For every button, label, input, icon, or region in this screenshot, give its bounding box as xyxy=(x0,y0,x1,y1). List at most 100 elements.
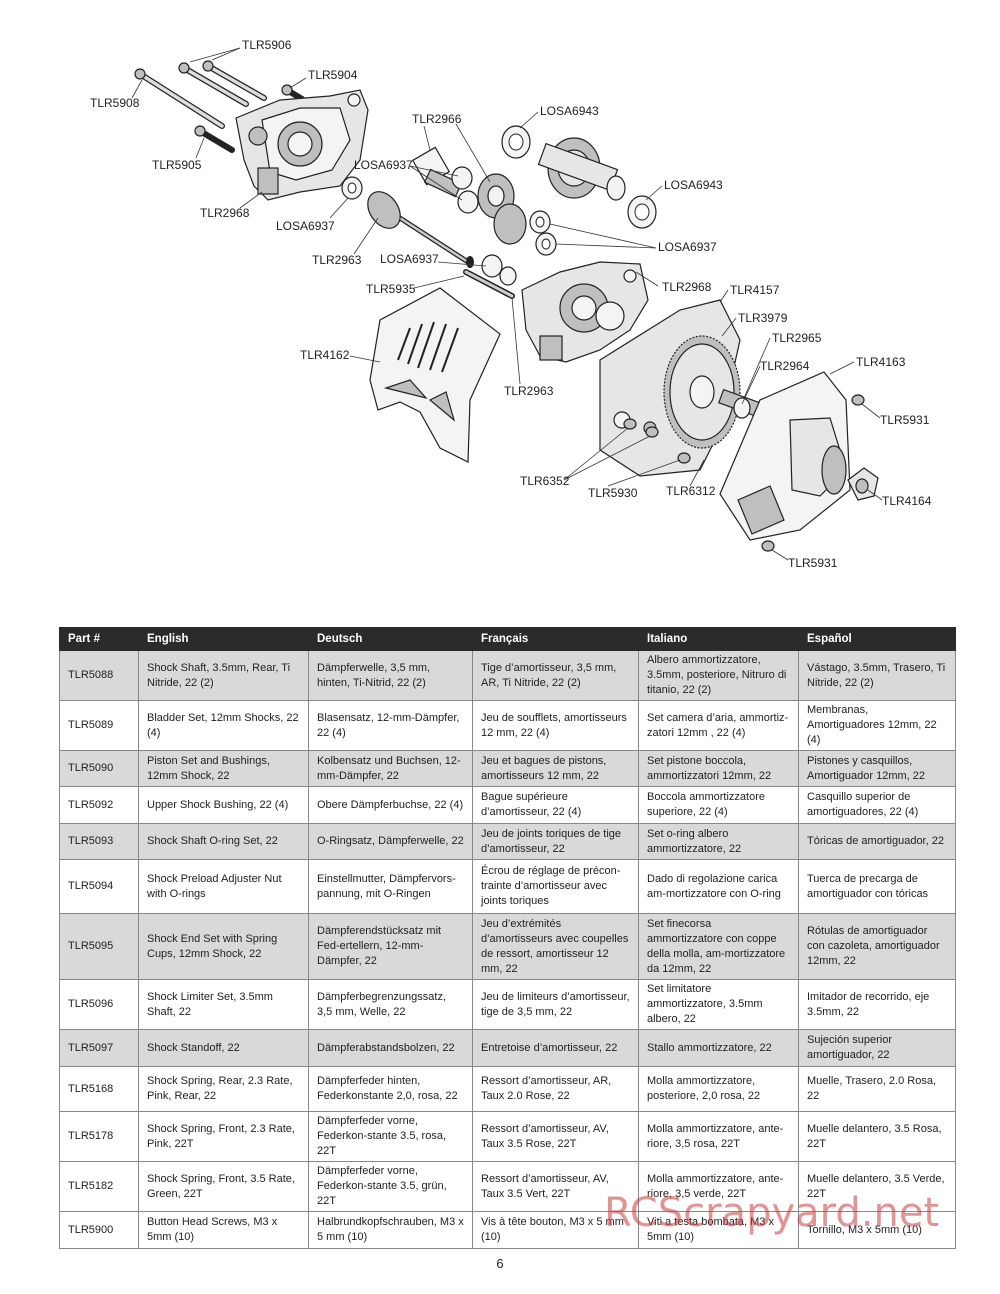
screw-tlr5931-a xyxy=(851,394,865,406)
cell-english: Shock Limiter Set, 3.5mm Shaft, 22 xyxy=(138,979,309,1030)
cell-deutsch: Dämpferendstücksatz mit Fed-ertellern, 1… xyxy=(308,913,473,980)
screw-tlr5930 xyxy=(677,452,691,464)
screw-tlr5931-b xyxy=(761,540,775,552)
screw-tlr5906-a xyxy=(178,62,249,107)
callout-tlr5931-a: TLR5931 xyxy=(880,413,930,427)
cell-english: Shock Spring, Front, 3.5 Rate, Green, 22… xyxy=(138,1161,309,1212)
header-part-number: Part # xyxy=(59,627,139,651)
cell-italiano: Viti a testa bombata, M3 x 5mm (10) xyxy=(638,1211,799,1249)
callout-tlr4157: TLR4157 xyxy=(730,283,780,297)
callout-tlr2963-a: TLR2963 xyxy=(312,253,362,267)
cell-part-number: TLR5096 xyxy=(59,979,139,1030)
callout-losa6937-c: LOSA6937 xyxy=(380,252,439,266)
cell-espanol: Muelle, Trasero, 2.0 Rosa, 22 xyxy=(798,1066,956,1112)
table-header-row: Part # English Deutsch Français Italiano… xyxy=(59,627,956,651)
cell-part-number: TLR5089 xyxy=(59,700,139,751)
callout-tlr2965: TLR2965 xyxy=(772,331,822,345)
cell-part-number: TLR5182 xyxy=(59,1161,139,1212)
cell-italiano: Dado di regolazione carica am-mortizzato… xyxy=(638,859,799,914)
cell-english: Upper Shock Bushing, 22 (4) xyxy=(138,786,309,824)
cell-italiano: Set camera d’aria, ammortiz-zatori 12mm … xyxy=(638,700,799,751)
cell-english: Shock Spring, Front, 2.3 Rate, Pink, 22T xyxy=(138,1111,309,1162)
watermark: RCScrapyard.net xyxy=(604,1190,940,1236)
cell-francais: Jeu de limiteurs d’amortisseur, tige de … xyxy=(472,979,639,1030)
header-italiano: Italiano xyxy=(638,627,799,651)
cell-deutsch: Dämpferwelle, 3,5 mm, hinten, Ti-Nitrid,… xyxy=(308,650,473,701)
cell-espanol: Muelle delantero, 3.5 Rosa, 22T xyxy=(798,1111,956,1162)
cell-italiano: Set o-ring albero ammortizzatore, 22 xyxy=(638,823,799,860)
cell-part-number: TLR5900 xyxy=(59,1211,139,1249)
cell-italiano: Albero ammortizzatore, 3.5mm, posteriore… xyxy=(638,650,799,701)
cell-deutsch: Dämpferfeder vorne, Federkon-stante 3.5,… xyxy=(308,1161,473,1212)
cell-francais: Tige d’amortisseur, 3,5 mm, AR, Ti Nitri… xyxy=(472,650,639,701)
cell-espanol: Sujeción superior amortiguador, 22 xyxy=(798,1029,956,1067)
screw-tlr5908 xyxy=(134,68,225,129)
cell-espanol: Imitador de recorrido, eje 3.5mm, 22 xyxy=(798,979,956,1030)
screw-tlr5905 xyxy=(194,125,235,153)
callout-losa6937-d: LOSA6937 xyxy=(658,240,717,254)
callout-tlr6312: TLR6312 xyxy=(666,484,716,498)
callout-losa6943-right: LOSA6943 xyxy=(664,178,723,192)
diff-gear-assembly xyxy=(537,137,626,201)
table-row: TLR5168 Shock Spring, Rear, 2.3 Rate, Pi… xyxy=(59,1066,956,1112)
table-row: TLR5093 Shock Shaft O-ring Set, 22 O-Rin… xyxy=(59,823,956,860)
callout-tlr5905: TLR5905 xyxy=(152,158,202,172)
callout-tlr2966: TLR2966 xyxy=(412,112,462,126)
spur-cover-tlr4163 xyxy=(719,371,851,541)
callout-tlr2968-left: TLR2968 xyxy=(200,206,250,220)
parts-table: Part # English Deutsch Français Italiano… xyxy=(59,627,956,1249)
input-shaft-tlr2963 xyxy=(367,191,474,268)
cell-italiano: Stallo ammortizzatore, 22 xyxy=(638,1029,799,1067)
cell-part-number: TLR5092 xyxy=(59,786,139,824)
screw-tlr5906-b xyxy=(202,60,267,101)
cell-part-number: TLR5090 xyxy=(59,750,139,787)
cell-english: Shock Preload Adjuster Nut with O-rings xyxy=(138,859,309,914)
screw-tlr5935 xyxy=(463,269,515,299)
cell-part-number: TLR5094 xyxy=(59,859,139,914)
cell-english: Shock Spring, Rear, 2.3 Rate, Pink, Rear… xyxy=(138,1066,309,1112)
cell-deutsch: Blasensatz, 12-mm-Dämpfer, 22 (4) xyxy=(308,700,473,751)
cell-italiano: Molla ammortizzatore, posteriore, 2,0 ro… xyxy=(638,1066,799,1112)
table-row: TLR5089 Bladder Set, 12mm Shocks, 22 (4)… xyxy=(59,700,956,751)
cell-francais: Jeu et bagues de pistons, amortisseurs 1… xyxy=(472,750,639,787)
callout-tlr2963-b: TLR2963 xyxy=(504,384,554,398)
table-row: TLR5097 Shock Standoff, 22 Dämpferabstan… xyxy=(59,1029,956,1067)
table-row: TLR5092 Upper Shock Bushing, 22 (4) Ober… xyxy=(59,786,956,824)
cell-english: Bladder Set, 12mm Shocks, 22 (4) xyxy=(138,700,309,751)
cell-francais: Bague supérieure d’amortisseur, 22 (4) xyxy=(472,786,639,824)
cell-francais: Jeu de soufflets, amortisseurs 12 mm, 22… xyxy=(472,700,639,751)
cell-espanol: Casquillo superior de amortiguadores, 22… xyxy=(798,786,956,824)
spur-gear-tlr3979 xyxy=(663,335,741,449)
table-row: TLR5094 Shock Preload Adjuster Nut with … xyxy=(59,859,956,914)
cell-espanol: Rótulas de amortiguador con cazoleta, am… xyxy=(798,913,956,980)
callout-tlr5935: TLR5935 xyxy=(366,282,416,296)
callout-tlr3979: TLR3979 xyxy=(738,311,788,325)
cell-english: Button Head Screws, M3 x 5mm (10) xyxy=(138,1211,309,1249)
cell-deutsch: Dämpferbegrenzungssatz, 3,5 mm, Welle, 2… xyxy=(308,979,473,1030)
callout-tlr5906: TLR5906 xyxy=(242,38,292,52)
table-row: TLR5088 Shock Shaft, 3.5mm, Rear, Ti Nit… xyxy=(59,650,956,701)
cell-francais: Jeu d’extrémités d’amortisseurs avec cou… xyxy=(472,913,639,980)
callout-losa6943-top: LOSA6943 xyxy=(540,104,599,118)
cell-deutsch: Einstellmutter, Dämpfervors-pannung, mit… xyxy=(308,859,473,914)
table-row: TLR5178 Shock Spring, Front, 2.3 Rate, P… xyxy=(59,1111,956,1162)
table-row: TLR5182 Shock Spring, Front, 3.5 Rate, G… xyxy=(59,1161,956,1212)
header-francais: Français xyxy=(472,627,639,651)
callout-tlr4163: TLR4163 xyxy=(856,355,906,369)
screw-tlr5904 xyxy=(281,84,305,102)
cell-deutsch: Halbrundkopfschrauben, M3 x 5 mm (10) xyxy=(308,1211,473,1249)
cell-part-number: TLR5088 xyxy=(59,650,139,701)
cell-part-number: TLR5095 xyxy=(59,913,139,980)
callout-tlr5931-b: TLR5931 xyxy=(788,556,838,570)
cell-italiano: Molla ammortizzatore, ante-riore, 3,5 ro… xyxy=(638,1111,799,1162)
cell-english: Shock Shaft, 3.5mm, Rear, Ti Nitride, 22… xyxy=(138,650,309,701)
cell-espanol: Membranas, Amortiguadores 12mm, 22 (4) xyxy=(798,700,956,751)
cell-italiano: Boccola ammortizzatore superiore, 22 (4) xyxy=(638,786,799,824)
screw-tlr6352-a xyxy=(623,418,637,430)
cell-deutsch: Kolbensatz und Buchsen, 12-mm-Dämpfer, 2… xyxy=(308,750,473,787)
cell-deutsch: Dämpferfeder hinten, Federkonstante 2,0,… xyxy=(308,1066,473,1112)
cell-espanol: Tornillo, M3 x 5mm (10) xyxy=(798,1211,956,1249)
table-row: TLR5096 Shock Limiter Set, 3.5mm Shaft, … xyxy=(59,979,956,1030)
cell-part-number: TLR5178 xyxy=(59,1111,139,1162)
cell-francais: Ressort d’amortisseur, AR, Taux 2.0 Rose… xyxy=(472,1066,639,1112)
